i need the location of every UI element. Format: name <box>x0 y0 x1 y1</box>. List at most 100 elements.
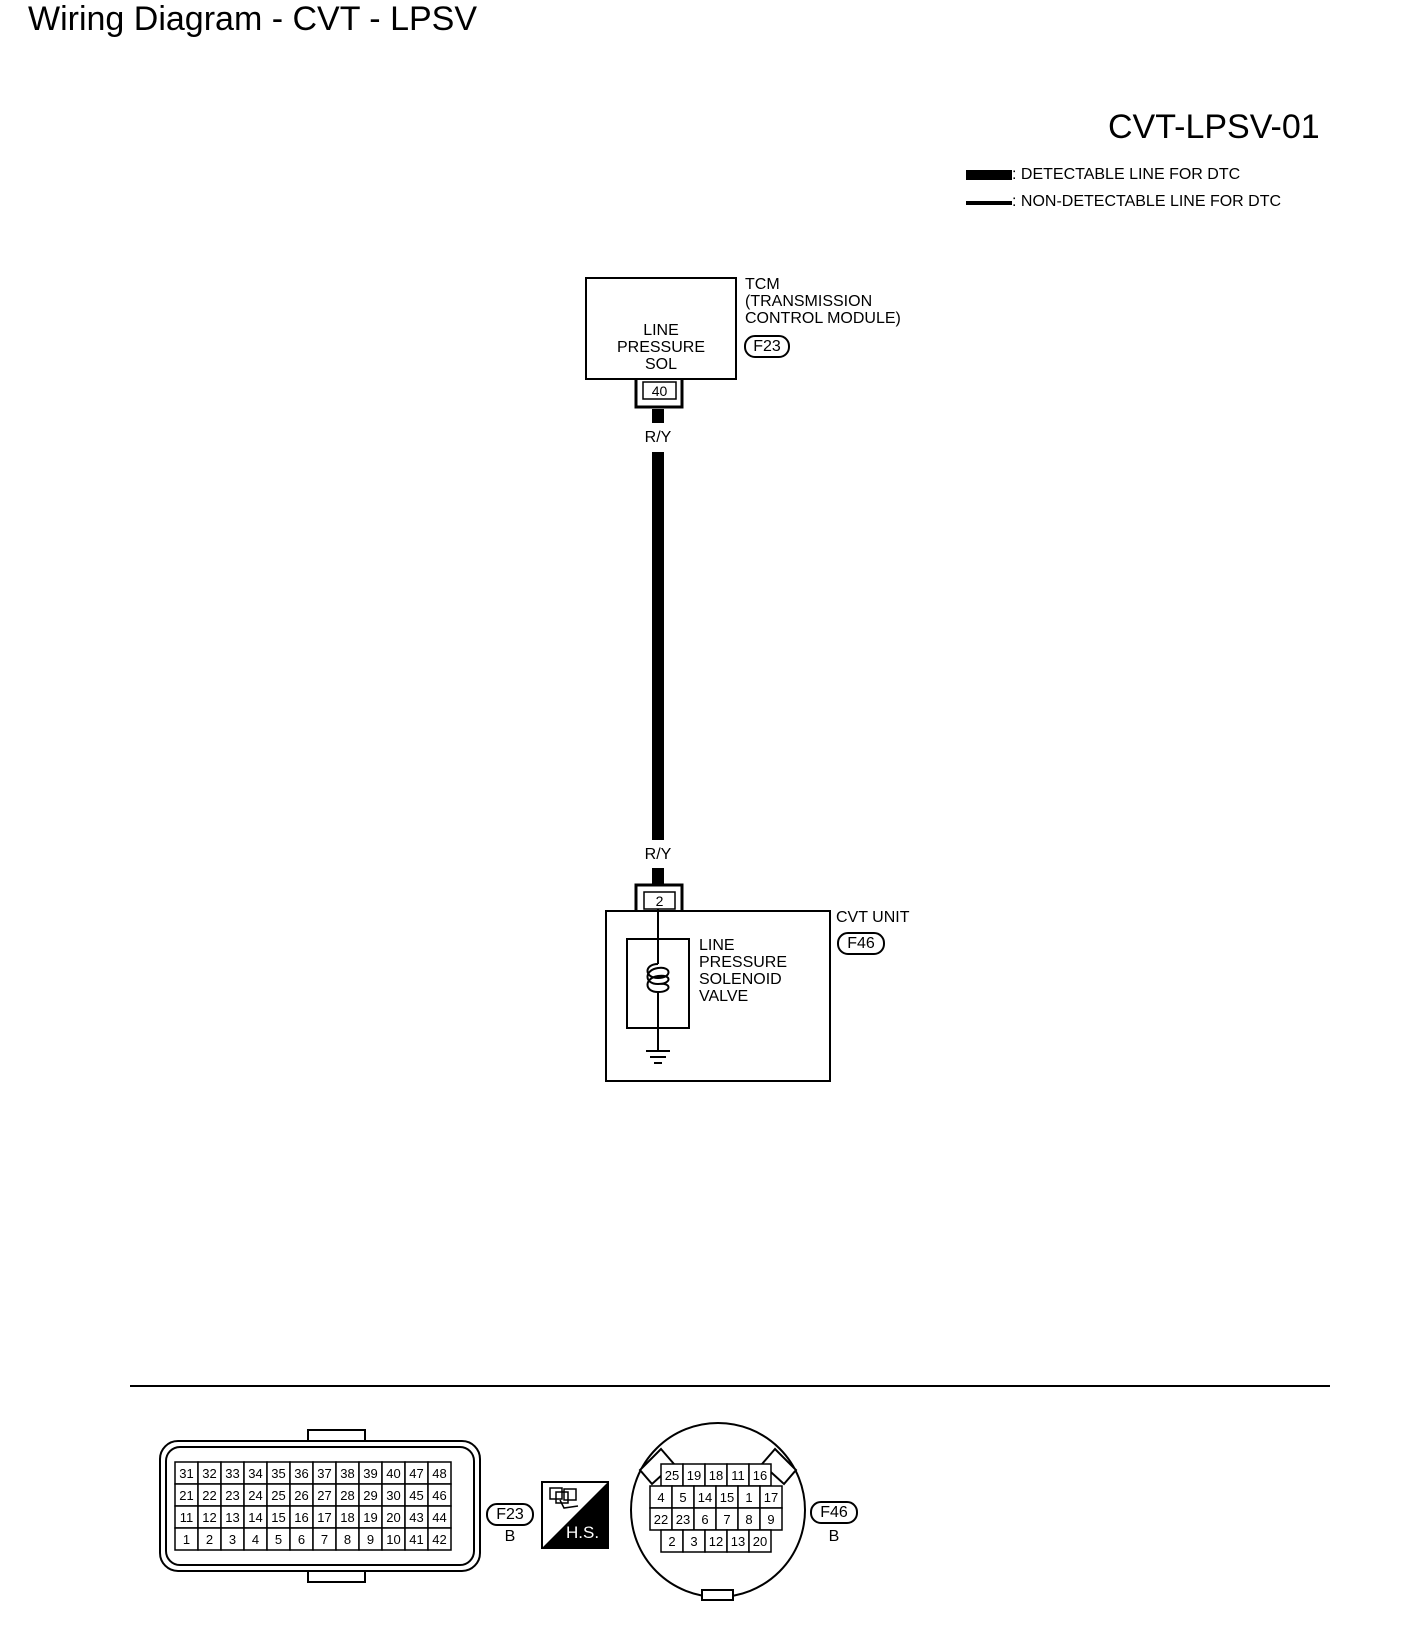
wire-color-top: R/Y <box>644 429 672 446</box>
f23-pin-label: 40 <box>386 1466 400 1481</box>
cvt-inner-line-3: SOLENOID <box>699 971 782 988</box>
f46-pin-label: 14 <box>698 1490 712 1505</box>
cvt-inner-line-2: PRESSURE <box>699 954 788 971</box>
f23-pin-label: 19 <box>363 1510 377 1525</box>
f23-pin-label: 15 <box>271 1510 285 1525</box>
f46-pin-label: 22 <box>654 1512 668 1527</box>
f46-pin-label: 7 <box>723 1512 730 1527</box>
f23-pin-label: 1 <box>183 1532 190 1547</box>
legend-detectable-label: : DETECTABLE LINE FOR DTC <box>1012 166 1241 183</box>
cvt-unit-name: CVT UNIT <box>836 909 910 926</box>
f23-pin-label: 38 <box>340 1466 354 1481</box>
f23-pin-label: 44 <box>432 1510 446 1525</box>
f46-pin-label: 9 <box>767 1512 774 1527</box>
f23-pin-label: 28 <box>340 1488 354 1503</box>
cvt-unit-box <box>605 910 831 1082</box>
tcm-connector-badge <box>744 335 790 358</box>
f46-id: F46 <box>820 1504 848 1521</box>
ground-icon <box>646 1050 670 1064</box>
cvt-terminal-connector <box>634 883 684 910</box>
f46-pin-label: 19 <box>687 1468 701 1483</box>
f23-id: F23 <box>496 1506 524 1523</box>
f23-pin-label: 3 <box>229 1532 236 1547</box>
f23-pin-label: 18 <box>340 1510 354 1525</box>
f23-pin-label: 6 <box>298 1532 305 1547</box>
f23-pin-label: 46 <box>432 1488 446 1503</box>
f23-pin-label: 11 <box>180 1510 194 1525</box>
f23-connector-housing <box>159 1429 481 1583</box>
f23-pin-label: 36 <box>294 1466 308 1481</box>
tcm-inner-line-2: PRESSURE <box>616 339 706 356</box>
f23-pin-label: 41 <box>409 1532 423 1547</box>
f23-pin-label: 47 <box>409 1466 423 1481</box>
tcm-name-line-3: CONTROL MODULE) <box>745 310 901 327</box>
f46-pin-label: 15 <box>720 1490 734 1505</box>
f23-pin-label: 43 <box>409 1510 423 1525</box>
f46-pin-label: 25 <box>665 1468 679 1483</box>
wire-segment-top <box>652 409 664 423</box>
f23-pin-label: 13 <box>225 1510 239 1525</box>
f23-pin-label: 17 <box>317 1510 331 1525</box>
f46-connector-badge <box>810 1501 858 1524</box>
f46-pin-cell <box>748 1529 772 1553</box>
harness-side-icon <box>541 1481 609 1549</box>
f46-pin-label: 17 <box>764 1490 778 1505</box>
f23-pin-label: 24 <box>248 1488 262 1503</box>
f23-pin-label: 7 <box>321 1532 328 1547</box>
cvt-inner-line-4: VALVE <box>699 988 749 1005</box>
hs-label: H.S. <box>566 1523 600 1542</box>
f23-pin-label: 4 <box>252 1532 259 1547</box>
legend-non-detectable-label: : NON-DETECTABLE LINE FOR DTC <box>1012 193 1282 210</box>
legend-non-detectable-line <box>966 201 1012 205</box>
f46-pin-label: 20 <box>753 1534 767 1549</box>
f23-pin-label: 30 <box>386 1488 400 1503</box>
f23-pin-label: 48 <box>432 1466 446 1481</box>
f23-pin-label: 26 <box>294 1488 308 1503</box>
f23-pin-label: 8 <box>344 1532 351 1547</box>
f23-pin-label: 45 <box>409 1488 423 1503</box>
f23-pin-label: 20 <box>386 1510 400 1525</box>
f23-pin-label: 23 <box>225 1488 239 1503</box>
f46-pin-label: 3 <box>690 1534 697 1549</box>
f46-pin-label: 12 <box>709 1534 723 1549</box>
tcm-name-line-2: (TRANSMISSION <box>745 293 873 310</box>
f23-pin-label: 33 <box>225 1466 239 1481</box>
tcm-connector-id: F23 <box>753 338 781 355</box>
f23-pin-label: 31 <box>179 1466 193 1481</box>
f23-pin-label: 42 <box>432 1532 446 1547</box>
cvt-inner-line-1: LINE <box>699 937 735 954</box>
f46-pin-label: 4 <box>657 1490 664 1505</box>
f46-pin-label: 16 <box>753 1468 767 1483</box>
tcm-name-line-1: TCM <box>745 276 780 293</box>
f23-pin-label: 27 <box>317 1488 331 1503</box>
f23-pin-label: 32 <box>202 1466 216 1481</box>
f46-pin-label: 18 <box>709 1468 723 1483</box>
f46-pin-label: 13 <box>731 1534 745 1549</box>
f23-connector-badge <box>486 1503 534 1526</box>
f23-pin-label: 39 <box>363 1466 377 1481</box>
f23-pin-label: 25 <box>271 1488 285 1503</box>
wire-color-bottom: R/Y <box>644 846 672 863</box>
f23-pin-label: 29 <box>363 1488 377 1503</box>
f23-pin-label: 9 <box>367 1532 374 1547</box>
tcm-terminal-number: 40 <box>651 383 668 399</box>
f46-pin-label: 1 <box>745 1490 752 1505</box>
tcm-box <box>585 277 737 380</box>
f23-pin-label: 37 <box>317 1466 331 1481</box>
wire-segment-bottom <box>652 868 664 884</box>
f46-pin-label: 6 <box>701 1512 708 1527</box>
hand-connector-icon <box>549 1487 579 1509</box>
cvt-terminal-number: 2 <box>655 893 664 909</box>
f46-pin-label: 5 <box>679 1490 686 1505</box>
f46-connector-housing <box>630 1422 806 1601</box>
f46-pin-label: 8 <box>745 1512 752 1527</box>
solenoid-coil-icon <box>646 939 670 1028</box>
tcm-inner-line-1: LINE <box>643 322 679 339</box>
f46-pin-label: 2 <box>668 1534 675 1549</box>
f23-color: B <box>504 1528 516 1545</box>
legend-detectable-line <box>966 170 1012 180</box>
tcm-terminal-connector <box>634 379 684 409</box>
f23-pin-label: 35 <box>271 1466 285 1481</box>
